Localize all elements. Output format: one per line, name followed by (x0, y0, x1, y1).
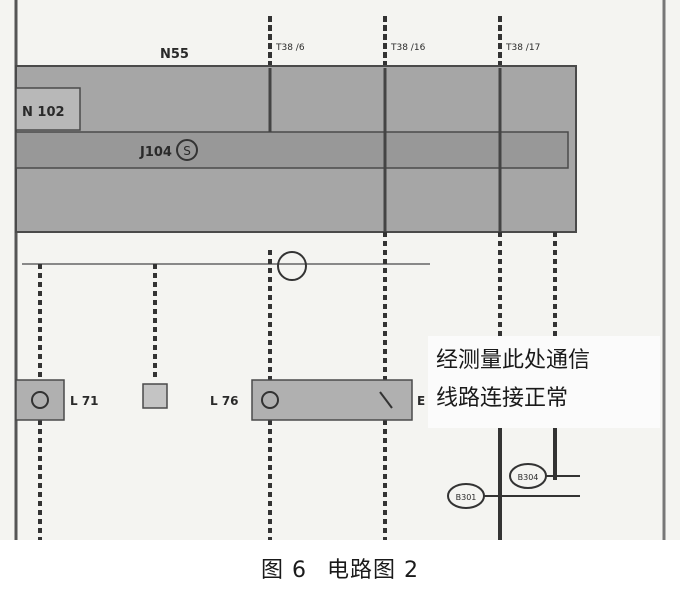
switch-icon (379, 391, 393, 409)
n102-box (15, 87, 81, 131)
j104-symbol-icon (176, 139, 198, 161)
figure-caption: 图 6 电路图 2 (0, 552, 680, 584)
connector-t38-6-label: T38 /6 (275, 43, 305, 53)
connection-point-icon (277, 251, 307, 281)
l76-label: L 76 (210, 394, 239, 408)
connector-t38-17-label: T38 /17 (505, 43, 540, 53)
n102-label: N 102 (22, 105, 65, 120)
lower-wires (38, 232, 557, 540)
note-line-1: 经测量此处通信 (436, 348, 591, 373)
l71-box (15, 379, 65, 421)
figure-number: 图 6 (261, 558, 307, 583)
splice-b301-label: B301 (456, 493, 477, 502)
l76-bulb-icon (261, 391, 279, 409)
measurement-note: 经测量此处通信 线路连接正常 (428, 336, 660, 428)
small-relay-box (142, 383, 168, 409)
svg-text:S: S (183, 144, 191, 158)
l71-label: L 71 (70, 394, 99, 408)
plug-e-label: E (417, 394, 425, 408)
connector-t38-16-label: T38 /16 (390, 43, 426, 53)
l71-bulb-icon (31, 391, 49, 409)
module-internal-wires (268, 68, 502, 232)
j104-label: J104 (139, 145, 172, 160)
circuit-diagram: S (0, 0, 680, 540)
j104-band (15, 131, 569, 169)
n55-label: N55 (160, 47, 189, 62)
figure-title: 电路图 2 (327, 558, 419, 583)
l76-box (251, 379, 413, 421)
splice-b304-label: B304 (518, 473, 539, 482)
note-line-2: 线路连接正常 (436, 386, 569, 411)
